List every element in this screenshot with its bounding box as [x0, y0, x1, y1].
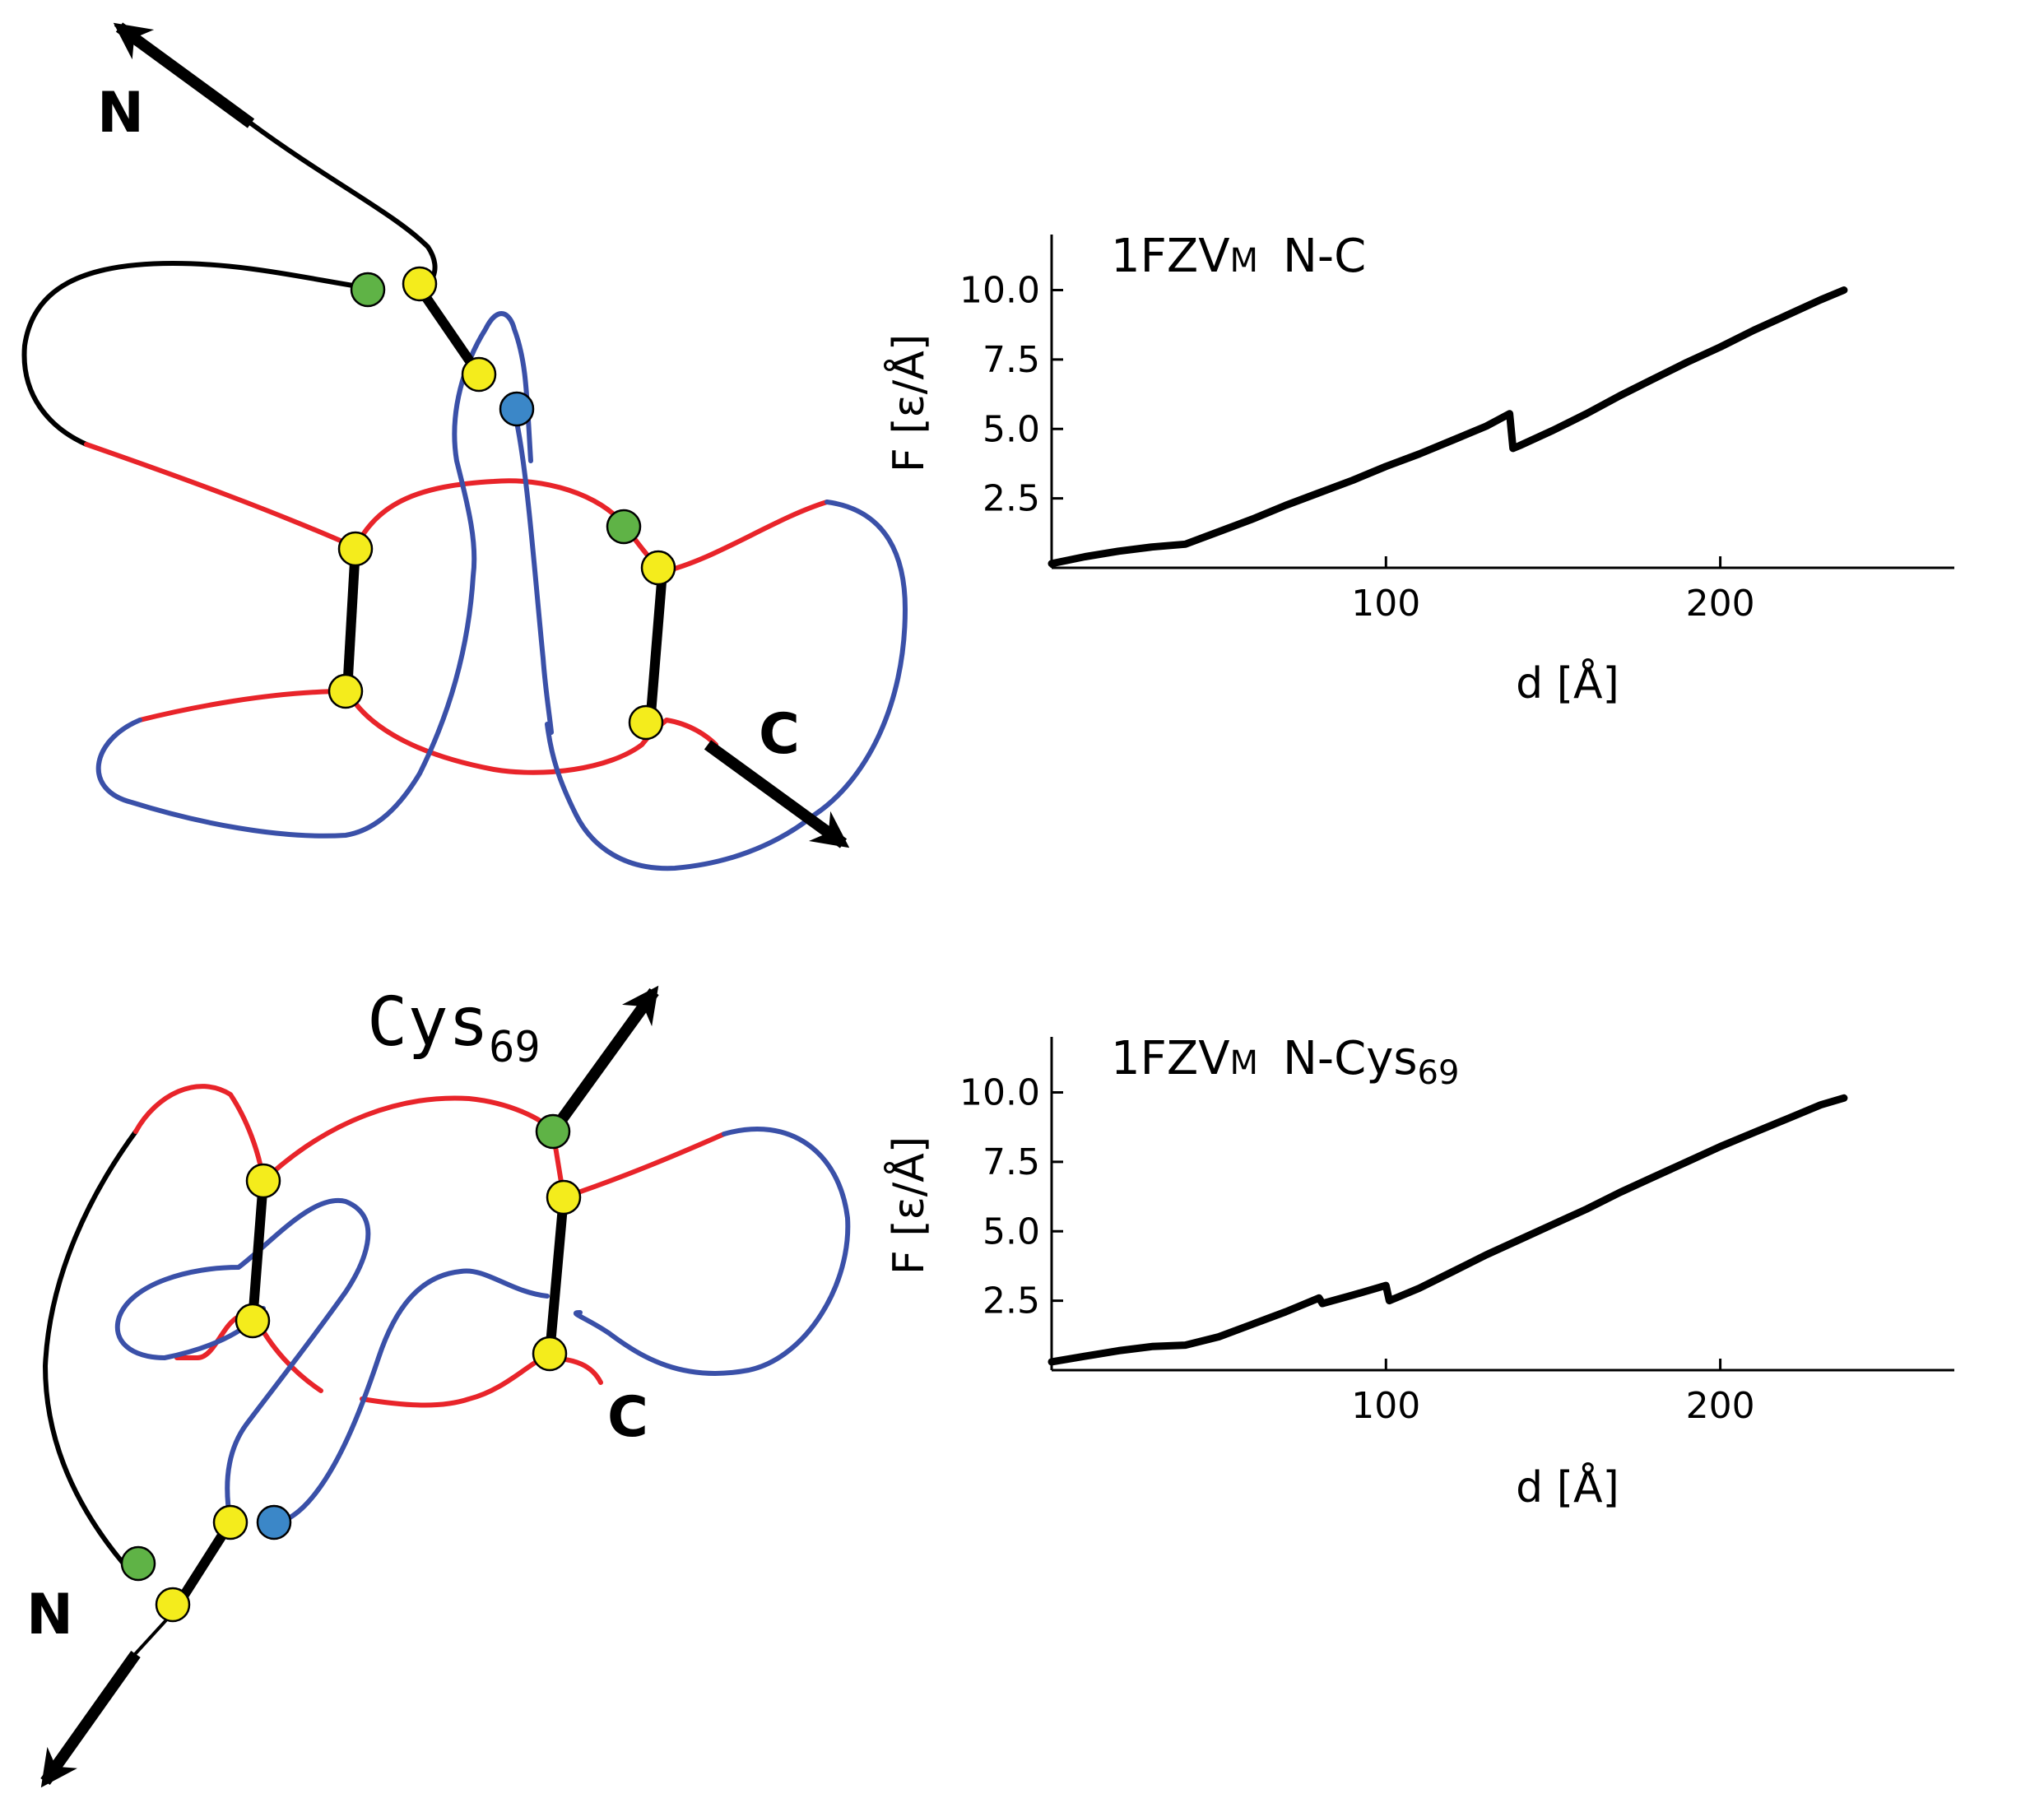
top-n-label: N	[97, 81, 144, 146]
x-tick-label: 200	[1686, 1385, 1755, 1427]
y-tick-label: 2.5	[983, 1280, 1040, 1322]
x-tick-label: 100	[1351, 583, 1420, 625]
bottom-disulfide-bond-1	[248, 1180, 268, 1322]
residue-yellow	[628, 704, 664, 741]
bottom-disulfide-bond-2	[545, 1197, 569, 1355]
c-pull-arrow	[704, 740, 850, 848]
x-tick-label: 200	[1686, 583, 1755, 625]
bottom-c-label: C	[607, 1385, 648, 1450]
y-tick-label: 10.0	[959, 1072, 1040, 1114]
bottom-knot-diagram: Cys69 N C	[26, 983, 851, 1788]
y-axis-label: F [ε/Å]	[883, 334, 934, 472]
top-chain-red	[84, 442, 829, 775]
residue-yellow	[328, 673, 364, 709]
residue-green	[535, 1113, 571, 1150]
cys-label: Cys69	[367, 983, 541, 1072]
residue-green	[350, 272, 386, 308]
residue-yellow	[640, 550, 676, 586]
top-disulfide-bond-3	[645, 571, 667, 725]
top-c-label: C	[759, 702, 800, 767]
bottom-chain-black	[43, 1129, 138, 1566]
residue-yellow	[155, 1587, 191, 1623]
x-tick-label: 100	[1351, 1385, 1420, 1427]
residue-blue	[256, 1504, 292, 1540]
top-knot-diagram: N C	[21, 22, 908, 871]
residue-green	[120, 1545, 156, 1582]
residue-yellow	[402, 266, 438, 302]
y-tick-label: 7.5	[983, 1141, 1040, 1183]
cys-pull-arrow	[548, 985, 659, 1136]
series-line	[1048, 1094, 1848, 1366]
y-tick-label: 10.0	[959, 270, 1040, 312]
residue-yellow	[337, 531, 374, 567]
y-tick-label: 5.0	[983, 1211, 1040, 1252]
n-pull-arrow-head	[113, 22, 255, 128]
y-tick-label: 5.0	[983, 408, 1040, 450]
residue-yellow	[245, 1163, 281, 1199]
bottom-chain-red	[133, 1084, 727, 1408]
y-tick-label: 7.5	[983, 339, 1040, 381]
residue-yellow	[532, 1336, 568, 1372]
y-tick-label: 2.5	[983, 478, 1040, 520]
residue-yellow	[235, 1303, 271, 1339]
top-disulfide-bond-2	[342, 546, 360, 692]
y-axis-label: F [ε/Å]	[883, 1136, 934, 1275]
series-line	[1048, 286, 1848, 568]
bottom-n-pull-arrow-head	[40, 1650, 141, 1788]
residue-yellow	[461, 356, 497, 393]
residue-yellow	[212, 1504, 249, 1540]
bottom-chain-blue	[114, 1127, 851, 1527]
residue-yellow	[546, 1179, 582, 1215]
top-chain-blue	[95, 311, 908, 871]
bottom-chain-red-2	[174, 1314, 241, 1360]
residue-green	[606, 509, 642, 545]
x-axis-label: d [Å]	[1516, 658, 1619, 709]
residue-blue	[499, 391, 535, 427]
x-axis-label: d [Å]	[1516, 1461, 1619, 1513]
top-chain-blue-2	[512, 409, 554, 735]
top-chain-red-2	[137, 569, 665, 727]
bottom-n-label: N	[26, 1582, 73, 1647]
